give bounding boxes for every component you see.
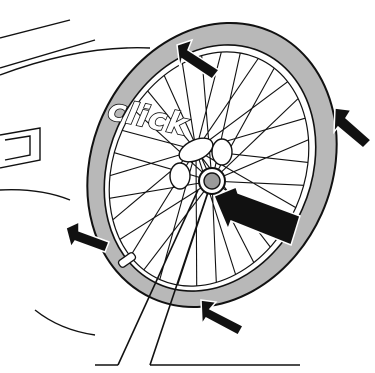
spoke [196,150,197,286]
arrow-bottom [201,300,243,335]
arrow-right [334,108,371,148]
